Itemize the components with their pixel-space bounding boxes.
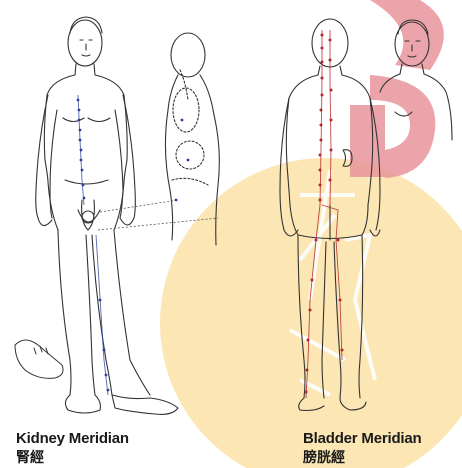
bladder-caption: Bladder Meridian 膀胱經 bbox=[303, 430, 422, 467]
kidney-caption: Kidney Meridian 腎經 bbox=[16, 430, 129, 467]
watermark-circle bbox=[160, 158, 462, 468]
kidney-label-zh: 腎經 bbox=[16, 447, 129, 467]
kidney-label-en: Kidney Meridian bbox=[16, 430, 129, 447]
watermark-arc-upper bbox=[370, 0, 444, 70]
bladder-label-en: Bladder Meridian bbox=[303, 430, 422, 447]
watermark bbox=[160, 0, 462, 468]
kidney-foot-detail bbox=[15, 340, 63, 378]
kidney-front-figure bbox=[36, 17, 178, 414]
bladder-label-zh: 膀胱經 bbox=[303, 447, 422, 467]
